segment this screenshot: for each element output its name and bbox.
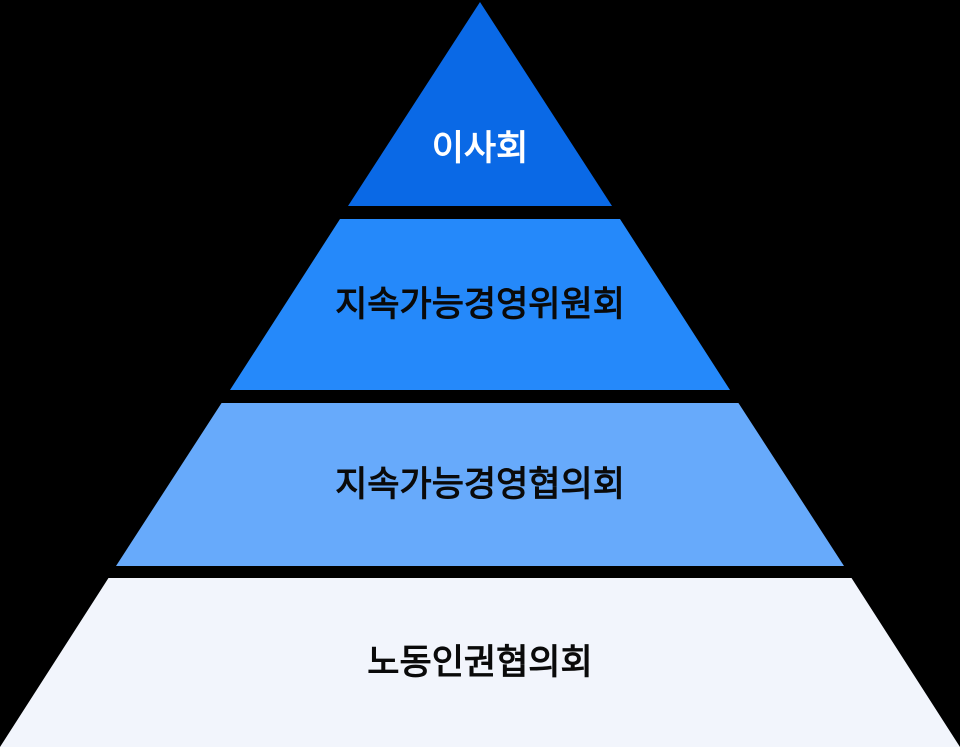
pyramid-level-board-label: 이사회 — [431, 129, 529, 168]
pyramid-level-sustainability-council-label: 지속가능경영협의회 — [335, 465, 625, 504]
pyramid-level-board: 이사회 — [348, 2, 612, 206]
pyramid-level-labor-human-rights-council-label: 노동인권협의회 — [367, 643, 593, 682]
pyramid-level-sustainability-committee-label: 지속가능경영위원회 — [335, 285, 625, 324]
pyramid-level-sustainability-committee: 지속가능경영위원회 — [230, 219, 730, 390]
pyramid-level-sustainability-council: 지속가능경영협의회 — [116, 403, 844, 566]
pyramid-level-labor-human-rights-council: 노동인권협의회 — [0, 578, 960, 747]
